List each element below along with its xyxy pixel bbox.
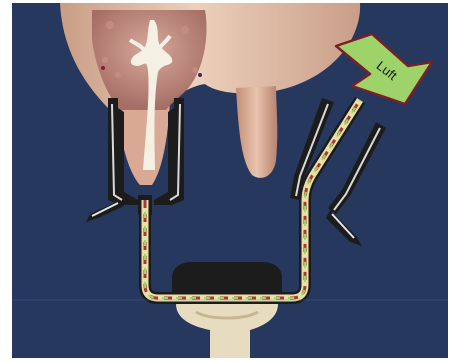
milking-diagram: Luft [0,0,453,362]
